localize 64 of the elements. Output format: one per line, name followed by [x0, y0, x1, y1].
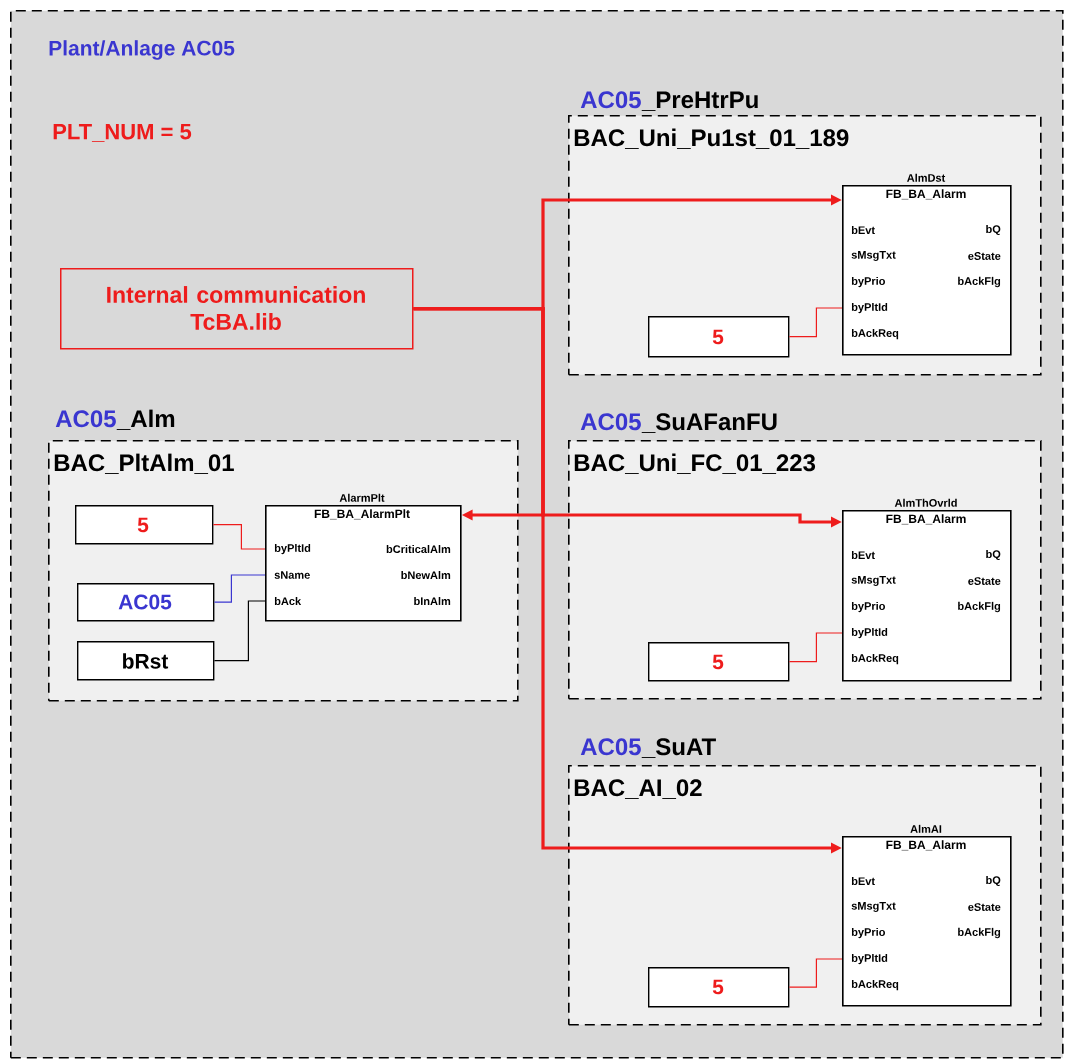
port-label: bEvt: [851, 877, 875, 886]
port-label: eState: [968, 252, 1001, 260]
function-block: [265, 493, 462, 622]
wire: [213, 574, 266, 603]
communication-box: Internal communication TcBA.lib: [60, 268, 414, 350]
port-label: bAck: [274, 596, 302, 606]
port-label: bQ: [986, 549, 1001, 561]
port-label: sMsgTxt: [851, 251, 896, 261]
constant-box: AC05: [77, 583, 215, 622]
block-type: FB_BA_Alarm: [886, 514, 966, 525]
wire: [788, 307, 843, 338]
port-label: bQ: [986, 875, 1001, 887]
group-heading: AC05_PreHtrPu: [580, 91, 758, 111]
port-label: eState: [968, 903, 1001, 911]
port-label: byPrio: [851, 276, 885, 288]
port-label: bAckFlg: [958, 601, 1001, 613]
port-label: byPrio: [851, 927, 885, 939]
constant-box: 5: [648, 642, 790, 682]
block-type: FB_BA_Alarm: [886, 189, 966, 200]
port-label: eState: [968, 577, 1001, 585]
port-label: bAckFlg: [958, 276, 1001, 288]
function-block: [842, 173, 1012, 356]
block-title: BAC_AI_02: [574, 779, 702, 799]
function-block: [842, 824, 1012, 1007]
block-title: BAC_Uni_Pu1st_01_189: [574, 128, 849, 149]
port-label: byPltId: [851, 302, 888, 314]
block-title: BAC_Uni_FC_01_223: [574, 453, 816, 474]
plant-number: PLT_NUM = 5: [53, 124, 192, 142]
instance-name: AlmAI: [910, 824, 942, 833]
port-label: byPltId: [274, 543, 311, 555]
constant-box: 5: [75, 505, 214, 545]
port-label: bAckReq: [851, 328, 899, 340]
instance-name: AlarmPlt: [339, 493, 385, 502]
constant-box: 5: [648, 967, 790, 1008]
block-type: FB_BA_Alarm: [886, 840, 966, 851]
port-label: sMsgTxt: [851, 902, 896, 912]
group-heading: AC05_SuAT: [580, 738, 716, 758]
constant-box: 5: [648, 316, 790, 358]
instance-name: AlmDst: [907, 173, 946, 182]
port-label: bCriticalAlm: [386, 544, 451, 554]
port-label: bInAlm: [414, 596, 451, 606]
wire: [788, 958, 843, 988]
group-heading: AC05_Alm: [55, 409, 175, 430]
port-label: byPltId: [851, 953, 888, 965]
instance-name: AlmThOvrld: [894, 498, 957, 507]
port-label: bNewAlm: [401, 570, 451, 580]
wire: [212, 524, 266, 550]
port-label: bEvt: [851, 550, 875, 560]
port-label: bQ: [986, 224, 1001, 236]
port-label: bAckReq: [851, 979, 899, 991]
constant-box: bRst: [77, 641, 215, 681]
wire: [213, 600, 266, 662]
wire: [788, 632, 843, 663]
block-title: BAC_PltAlm_01: [54, 453, 234, 474]
block-type: FB_BA_AlarmPlt: [314, 509, 410, 520]
port-label: byPltId: [851, 627, 888, 639]
port-label: sMsgTxt: [851, 576, 896, 586]
port-label: byPrio: [851, 601, 885, 613]
port-label: sName: [274, 571, 310, 579]
function-block: [842, 498, 1012, 682]
group-heading: AC05_SuAFanFU: [580, 413, 777, 433]
port-label: bEvt: [851, 225, 875, 235]
port-label: bAckFlg: [958, 927, 1001, 939]
port-label: bAckReq: [851, 653, 899, 665]
